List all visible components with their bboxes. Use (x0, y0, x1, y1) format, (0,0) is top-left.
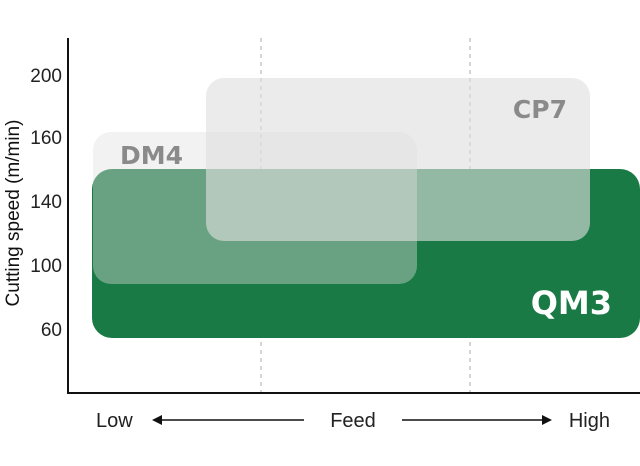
y-tick-label: 200 (30, 66, 62, 87)
label-qm3: QM3 (531, 284, 612, 322)
region-cp7 (206, 78, 590, 241)
y-tick-label: 100 (30, 256, 62, 277)
y-axis-title: Cutting speed (m/min) (3, 120, 24, 307)
label-cp7: CP7 (513, 95, 567, 124)
y-tick-label: 140 (30, 192, 62, 213)
x-axis-high-label: High (569, 410, 610, 432)
y-tick-label: 60 (41, 320, 62, 341)
arrow-right-icon (402, 415, 552, 425)
y-tick-label: 160 (30, 128, 62, 149)
label-dm4: DM4 (120, 141, 183, 170)
x-axis-low-label: Low (96, 410, 133, 432)
arrow-left-icon (152, 415, 304, 425)
x-axis-title: Feed (330, 410, 376, 432)
